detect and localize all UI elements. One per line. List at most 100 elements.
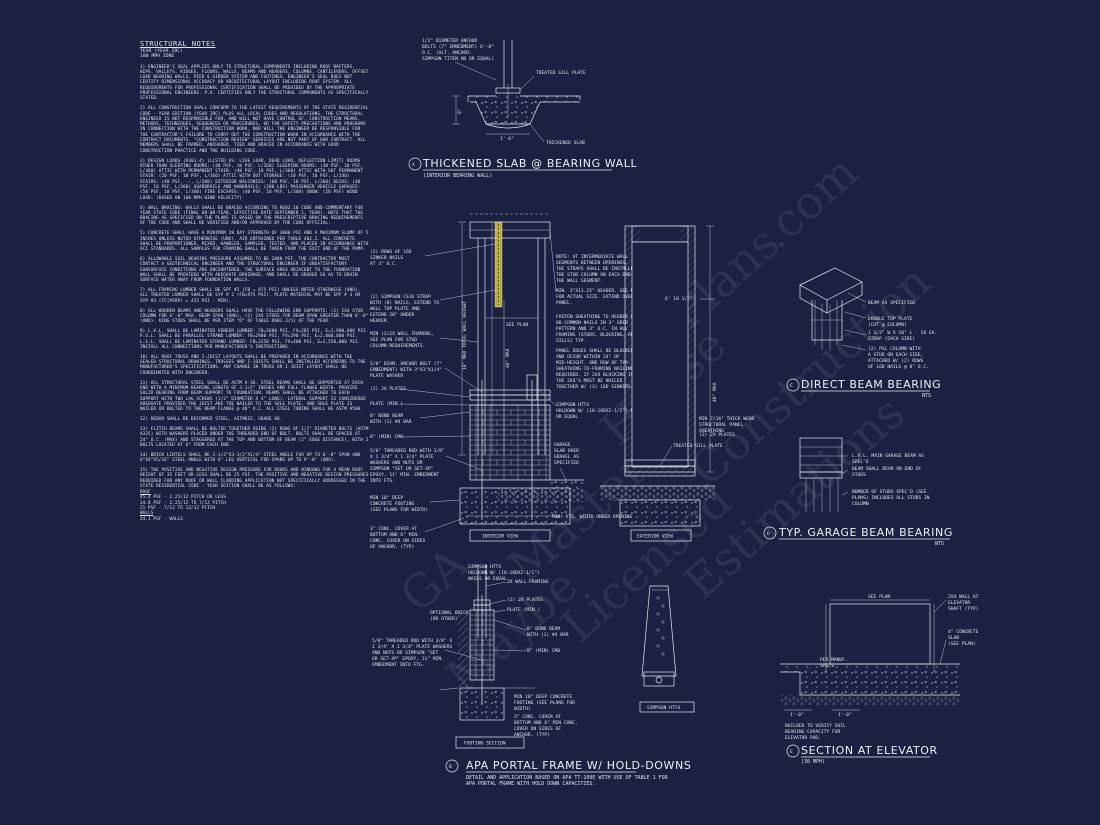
detail-c-note: NTS bbox=[922, 393, 931, 399]
footing-label: OPTIONAL BRICK(OR OTHER) bbox=[430, 610, 469, 622]
detail-b-label: (2) 2x PLATES bbox=[370, 386, 406, 392]
note-paragraph: 10) ALL ROOF TRUSS AND I-JOIST LAYOUTS S… bbox=[140, 354, 366, 376]
note-paragraph: 1) ENGINEER'S SEAL APPLIES ONLY TO STRUC… bbox=[140, 64, 369, 102]
detail-b-interior-view: 10' MAX TOTAL WALL HEIGHT 40" MAX SEE PL… bbox=[370, 213, 650, 550]
notes-subtitle: 100 mph ZONE bbox=[140, 54, 175, 60]
detail-b-label: 8" (MIN) CMU bbox=[370, 434, 403, 440]
detail-b-label: MIN. FTG. WIDTH UNDER OPENING bbox=[552, 514, 632, 520]
note-paragraph: 4) WALL BRACING: WALLS SHALL BE BRACED A… bbox=[140, 205, 364, 227]
simpson-htt4-detail: SIMPSON HTT4 bbox=[639, 585, 695, 713]
footing-label: 2X WALL FRAMING bbox=[507, 579, 549, 585]
pressure-line: ROOF bbox=[140, 490, 151, 496]
detail-a-label: TREATED SILL PLATE bbox=[536, 70, 586, 76]
interior-view-label: INTERIOR VIEW bbox=[482, 534, 518, 540]
detail-d-letter: D bbox=[767, 531, 770, 537]
detail-b-label: 5/8" THREADED ROD WITH 3/8"x 1 3/4" x 1 … bbox=[370, 448, 445, 484]
detail-b-dim: 40" MAX bbox=[505, 348, 511, 368]
detail-c-label: DOUBLE TOP PLATE(CUT @ COLUMN) bbox=[868, 316, 912, 328]
note-paragraph: 5) CONCRETE SHALL HAVE A MINIMUM 28 DAY … bbox=[140, 231, 369, 253]
detail-b-label: FASTEN SHEATHING TO HEADER W/8d COMMON N… bbox=[556, 314, 636, 344]
note-paragraph: 11) ALL STRUCTURAL STEEL SHALL BE ASTM A… bbox=[140, 380, 366, 413]
structural-notes: STRUCTURAL NOTES YEAR (YEAR IBC) 100 mph… bbox=[140, 40, 370, 522]
note-paragraph: 15) THE POSITIVE AND NEGATIVE DESIGN PRE… bbox=[140, 467, 369, 489]
detail-a-dim: 8" bbox=[457, 108, 463, 114]
detail-c-label: 1 1/2" W x 20" L - 18 GA.STRAP (EACH SID… bbox=[868, 330, 937, 342]
note-paragraph: 14) BRICK LINTELS SHALL BE 3-1/2"x3-1/2"… bbox=[140, 452, 361, 464]
note-paragraph: 3) DESIGN LOADS (R301.4) (LISTED AS: LIV… bbox=[140, 158, 364, 201]
detail-b-label: PLATE (MIN.) bbox=[370, 401, 403, 407]
exterior-label: (2) 2x PLATES bbox=[699, 432, 735, 438]
note-paragraph: 13) FLITCH BEAMS SHALL BE BOLTED TOGETHE… bbox=[140, 426, 369, 448]
detail-b-label: 5/8" DIAM. ANCHOR BOLT (7"EMBEDMENT) WIT… bbox=[370, 361, 442, 379]
exterior-label: TREATED SILL PLATE bbox=[673, 443, 723, 449]
note-paragraph: 9) L.V.L. SHALL BE LAMINATED VENEER LUMB… bbox=[140, 329, 369, 350]
detail-a-dim: 1'-6" bbox=[500, 136, 514, 142]
detail-e-note: (30 MPH) bbox=[801, 759, 825, 765]
detail-d-note: NTS bbox=[935, 541, 944, 547]
detail-c-letter: C bbox=[790, 383, 793, 389]
detail-a-letter: A bbox=[412, 162, 415, 168]
detail-c-direct-beam-bearing: BEAM AS SPECIFIED DOUBLE TOP PLATE(CUT @… bbox=[786, 267, 941, 399]
footing-label: 8" (MIN) CMU bbox=[527, 648, 560, 654]
detail-a-label: THICKENED SLAB bbox=[546, 140, 585, 146]
pressure-line: 21 PSF - 7/12 TO 12/12 PITCH bbox=[140, 505, 216, 511]
detail-c-title: DIRECT BEAM BEARING bbox=[801, 378, 941, 391]
note-paragraph: 8) ALL WOODEN BEAMS AND HEADERS SHALL HA… bbox=[140, 308, 369, 325]
simpson-htt4-label: SIMPSON HTT4 bbox=[647, 705, 680, 711]
detail-a-subtitle: (INTERIOR BEARING WALL) bbox=[423, 173, 492, 179]
detail-e-label: SEE PLAN bbox=[868, 594, 890, 600]
pressure-line: WALLS bbox=[140, 511, 154, 517]
detail-d-title: TYP. GARAGE BEAM BEARING bbox=[778, 526, 953, 539]
detail-e-label: PER MANUF.SPECS bbox=[820, 657, 848, 669]
pressure-line: 34.8 PSF - 2.25/12 TO 7/12 PITCH bbox=[140, 500, 226, 506]
notes-title: STRUCTURAL NOTES bbox=[140, 40, 216, 48]
exterior-dim: 40" MAX bbox=[712, 382, 718, 402]
detail-e-dim: 1'-0" bbox=[790, 712, 804, 718]
footing-label: PLATE (MIN.) bbox=[507, 607, 540, 613]
detail-b-dim: SEE PLAN bbox=[506, 322, 528, 328]
pressure-line: 24.1 PSF - WALLS bbox=[140, 516, 183, 522]
notes-subtitle: YEAR (YEAR IBC) bbox=[140, 49, 183, 54]
exterior-view-label: EXTERIOR VIEW bbox=[637, 534, 673, 540]
detail-c-label: BEAM AS SPECIFIED bbox=[868, 300, 915, 306]
detail-e-title: SECTION AT ELEVATOR bbox=[801, 744, 938, 757]
detail-b-subtitle: DETAIL AND APPLICATION BASED ON APA TT-1… bbox=[466, 775, 669, 787]
note-paragraph: 6) ALLOWABLE SOIL BEARING PRESSURE ASSUM… bbox=[140, 257, 361, 284]
note-paragraph: 12) REBAR SHALL BE DEFORMED STEEL, ASTM6… bbox=[140, 417, 283, 423]
detail-b-dim: 10' MAX TOTAL WALL HEIGHT bbox=[462, 301, 468, 370]
detail-b-title: APA PORTAL FRAME W/ HOLD-DOWNS bbox=[466, 759, 691, 772]
detail-a-title: THICKENED SLAB @ BEARING WALL bbox=[422, 157, 638, 170]
note-paragraph: 7) ALL FRAMING LUMBER SHALL BE SPF #2 (F… bbox=[140, 288, 361, 304]
detail-b-letter: B bbox=[449, 764, 452, 770]
